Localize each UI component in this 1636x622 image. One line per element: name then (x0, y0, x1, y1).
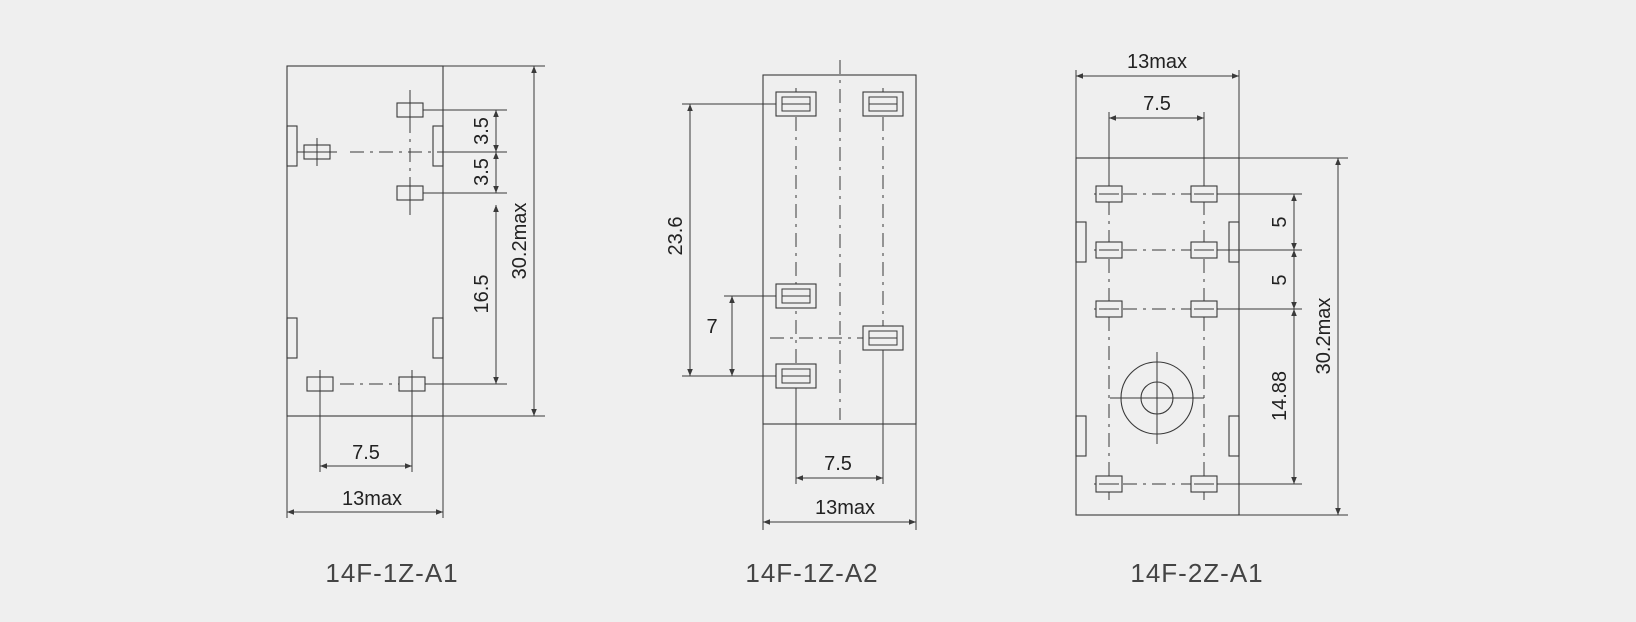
dim-width: 13max (342, 488, 402, 510)
caption-14f-1z-a1: 14F-1Z-A1 (325, 558, 458, 588)
pin (862, 91, 904, 117)
side-clip (1075, 221, 1087, 263)
pin (862, 325, 904, 351)
socket-outline (286, 65, 444, 417)
side-clip (286, 317, 298, 359)
dim-pin-pitch: 7.5 (352, 442, 380, 464)
pin (775, 363, 817, 389)
diagram-14f-1z-a1: 3.5 3.5 16.5 30.2max 7.5 13max 14F-1Z-A1 (286, 65, 545, 588)
pin (1095, 475, 1123, 493)
pin (1190, 300, 1218, 318)
side-clip (1228, 415, 1240, 457)
pin (775, 283, 817, 309)
dim-top-pitch: 3.5 (471, 117, 493, 145)
side-clip (286, 125, 298, 167)
pin (306, 370, 334, 398)
dim-pin-pitch: 7.5 (1143, 93, 1171, 115)
pin (297, 138, 337, 166)
caption-14f-1z-a2: 14F-1Z-A2 (745, 558, 878, 588)
dim-bottom-gap: 14.88 (1269, 371, 1291, 421)
socket-outline (762, 74, 917, 425)
dim-row-gap-2: 5 (1269, 274, 1291, 285)
pin (1190, 241, 1218, 259)
dim-small-gap: 7 (706, 316, 717, 338)
dim-pin-pitch: 7.5 (824, 453, 852, 475)
pin (396, 96, 424, 124)
pin (1095, 300, 1123, 318)
pin (396, 179, 424, 207)
pin (1190, 185, 1218, 203)
pin (1190, 475, 1218, 493)
side-clip (432, 317, 444, 359)
dim-mid-pitch: 3.5 (471, 158, 493, 186)
dim-height: 30.2max (1313, 298, 1335, 375)
mounting-hole (1110, 352, 1204, 444)
side-clip (1228, 221, 1240, 263)
side-clip (432, 125, 444, 167)
diagram-14f-1z-a2: 23.6 7 7.5 13max 14F-1Z-A2 (665, 60, 917, 588)
dim-width: 13max (815, 497, 875, 519)
dim-row-gap-1: 5 (1269, 216, 1291, 227)
diagram-14f-2z-a1: 13max 7.5 5 5 14.88 30.2max 14F-2Z-A1 (1075, 51, 1348, 588)
side-clip (1075, 415, 1087, 457)
pin (398, 370, 426, 398)
dim-vertical-gap: 16.5 (471, 275, 493, 314)
dim-height-span: 23.6 (665, 217, 687, 256)
dim-height: 30.2max (509, 203, 531, 280)
pin (1095, 185, 1123, 203)
pin (1095, 241, 1123, 259)
dim-width: 13max (1127, 51, 1187, 73)
caption-14f-2z-a1: 14F-2Z-A1 (1130, 558, 1263, 588)
pin (775, 91, 817, 117)
socket-outline (1075, 157, 1240, 516)
